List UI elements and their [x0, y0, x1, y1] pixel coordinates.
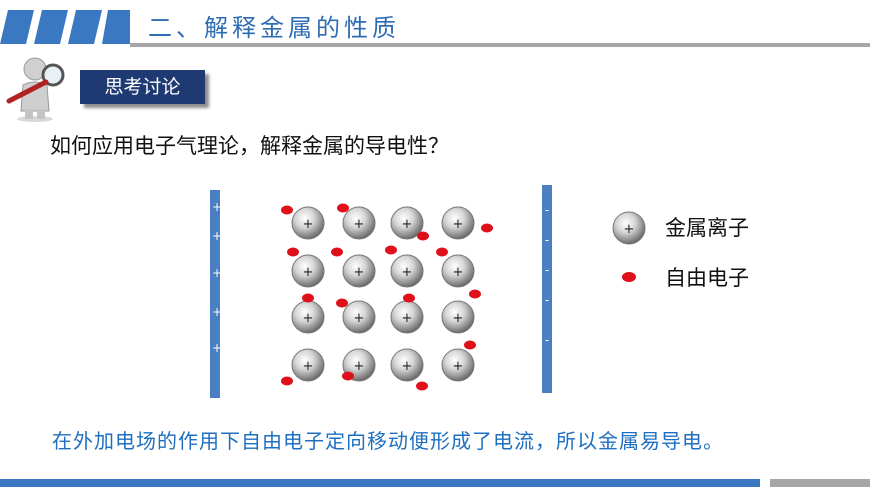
ion-charge-symbol: +	[303, 359, 314, 374]
metal-ion: +	[291, 348, 325, 382]
ion-charge-symbol: +	[402, 265, 413, 280]
legend-electron-label: 自由电子	[665, 266, 749, 290]
metal-ion: +	[291, 206, 325, 240]
free-electron	[403, 293, 415, 303]
ion-charge-symbol: +	[303, 265, 314, 280]
legend-ion-marker: +	[612, 211, 646, 245]
footer-bar-accent	[770, 479, 870, 487]
free-electron	[281, 376, 293, 386]
plate-plus-sign: +	[212, 229, 222, 243]
legend-ion-label: 金属离子	[665, 216, 749, 240]
metal-ion: +	[441, 254, 475, 288]
metal-ion: +	[342, 300, 376, 334]
free-electron	[436, 247, 448, 257]
ion-charge-symbol: +	[453, 217, 464, 232]
plate-plus-sign: +	[212, 266, 222, 280]
ion-charge-symbol: +	[402, 217, 413, 232]
metal-ion: +	[441, 206, 475, 240]
ion-charge-symbol: +	[453, 265, 464, 280]
plate-plus-sign: +	[212, 305, 222, 319]
legend-ion-symbol: +	[624, 222, 635, 237]
plate-plus-sign: +	[212, 200, 222, 214]
plate-minus-sign: -	[545, 263, 549, 277]
free-electron	[481, 223, 493, 233]
plate-minus-sign: -	[545, 203, 549, 217]
metal-ion: +	[390, 348, 424, 382]
ion-charge-symbol: +	[303, 217, 314, 232]
header-decoration	[0, 10, 130, 44]
free-electron	[287, 247, 299, 257]
conclusion-text: 在外加电场的作用下自由电子定向移动便形成了电流，所以金属易导电。	[52, 429, 724, 453]
free-electron	[385, 245, 397, 255]
free-electron	[469, 289, 481, 299]
metal-ion: +	[441, 300, 475, 334]
plate-minus-sign: -	[545, 293, 549, 307]
plate-minus-sign: -	[545, 333, 549, 347]
ion-charge-symbol: +	[354, 217, 365, 232]
positive-plate-bar	[210, 190, 220, 398]
ion-charge-symbol: +	[402, 311, 413, 326]
ion-charge-symbol: +	[453, 359, 464, 374]
discussion-label: 思考讨论	[80, 70, 205, 104]
legend: + 金属离子 自由电子	[612, 211, 749, 290]
metal-ion: +	[291, 300, 325, 334]
metal-ion: +	[441, 348, 475, 382]
free-electron	[337, 203, 349, 213]
plate-plus-sign: +	[212, 341, 222, 355]
metal-ion: +	[291, 254, 325, 288]
footer-bar	[0, 479, 760, 487]
ion-charge-symbol: +	[354, 311, 365, 326]
metal-ion: +	[390, 206, 424, 240]
ion-charge-symbol: +	[402, 359, 413, 374]
metal-ion-lattice: + + + + + + + + + + + + + + + +	[291, 206, 475, 382]
magnifier-figure-icon	[5, 55, 67, 123]
negative-plate: - - - - -	[542, 185, 552, 393]
free-electron	[464, 340, 476, 350]
ion-charge-symbol: +	[303, 311, 314, 326]
free-electron	[336, 298, 348, 308]
metal-ion: +	[342, 254, 376, 288]
positive-plate: + + + + +	[210, 190, 222, 398]
free-electron	[331, 247, 343, 257]
legend-electron-marker	[622, 272, 636, 282]
question-text: 如何应用电子气理论，解释金属的导电性？	[50, 134, 449, 158]
metal-ion: +	[342, 206, 376, 240]
ion-charge-symbol: +	[354, 265, 365, 280]
header-rule	[130, 43, 870, 47]
section-title: 二、解释金属的性质	[148, 14, 400, 42]
negative-plate-bar	[542, 185, 552, 393]
metal-ion: +	[390, 300, 424, 334]
ion-charge-symbol: +	[354, 359, 365, 374]
free-electron	[417, 231, 429, 241]
conduction-diagram: + + + + + - - - - - + + + + + + + + + + + + + + + + + 金属离子 自由电子	[200, 180, 800, 400]
free-electron	[342, 371, 354, 381]
free-electron	[281, 205, 293, 215]
metal-ion: +	[390, 254, 424, 288]
ion-charge-symbol: +	[453, 311, 464, 326]
free-electrons	[281, 203, 493, 391]
free-electron	[302, 293, 314, 303]
free-electron	[416, 381, 428, 391]
plate-minus-sign: -	[545, 233, 549, 247]
